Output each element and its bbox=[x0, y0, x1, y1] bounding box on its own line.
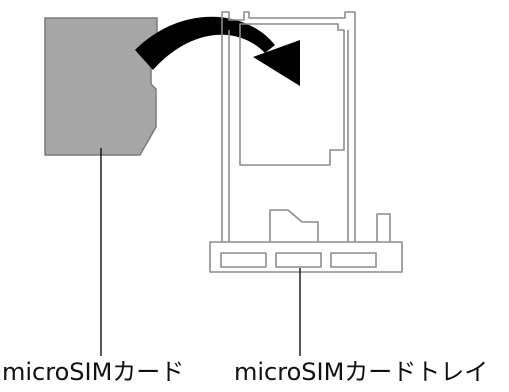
microsim-tray-icon bbox=[209, 11, 403, 273]
curved-arrow-icon bbox=[135, 16, 300, 86]
microsim-card-icon bbox=[44, 17, 158, 156]
microsim-tray-label: microSIMカードトレイ bbox=[234, 358, 489, 386]
microsim-card-label: microSIMカード bbox=[2, 358, 185, 386]
